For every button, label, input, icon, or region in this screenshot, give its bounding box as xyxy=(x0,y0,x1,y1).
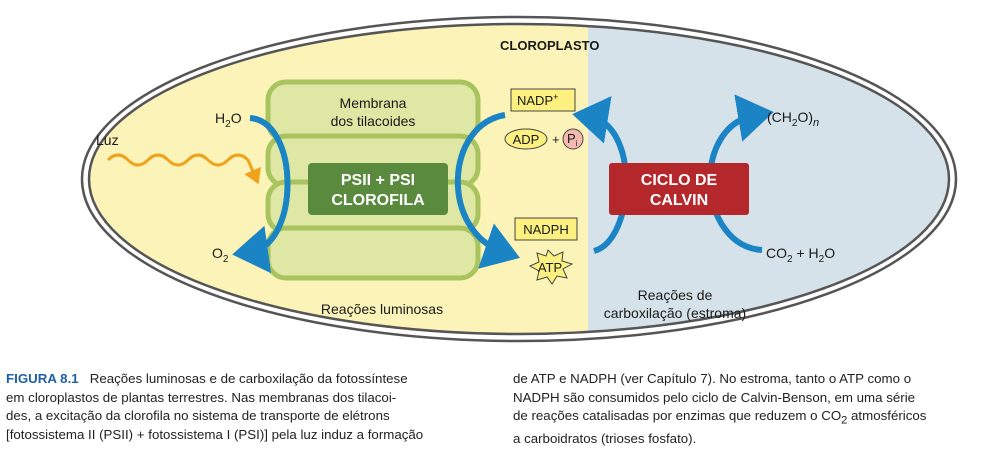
thylakoid-label-line1: Membrana xyxy=(340,95,407,111)
nadp-reduction-arrow xyxy=(454,112,520,269)
psii-psi-box xyxy=(308,163,448,215)
co2-water-label: CO2 + H2O xyxy=(766,245,835,265)
calvin-cycle-box xyxy=(609,163,749,215)
water-label: H2O xyxy=(215,110,242,130)
caption-line: em cloroplastos de plantas terrestres. N… xyxy=(6,389,397,405)
adp-plus-sign: + xyxy=(552,132,560,147)
adp-ellipse xyxy=(504,128,548,150)
nadph-box xyxy=(514,217,578,241)
chloroplast-diagram: CLOROPLASTO Membrana dos tilacoides PSII… xyxy=(80,15,958,343)
caption-line: a carboidratos (trioses fosfato). xyxy=(513,431,697,447)
caption-line: de ATP e NADPH (ver Capítulo 7). No estr… xyxy=(513,371,912,386)
carbohydrate-label: (CH2O)n xyxy=(767,109,819,129)
psii-label-line1: PSII + PSI xyxy=(341,172,415,189)
carboxylation-label-line2: carboxilação (estroma) xyxy=(604,305,746,321)
light-wave-arrow xyxy=(106,153,261,185)
chloroplast-label: CLOROPLASTO xyxy=(500,38,599,53)
psii-label-line2: CLOROFILA xyxy=(331,192,425,209)
light-reactions-label: Reações luminosas xyxy=(321,301,443,317)
caption-text: atmosféricos xyxy=(847,408,927,424)
caption-line: [fotossistema II (PSII) + fotossistema I… xyxy=(6,426,424,442)
chloroplast-inner-membrane xyxy=(87,22,951,336)
nadp-plus-label: NADP+ xyxy=(517,92,558,108)
atp-starburst xyxy=(528,249,574,285)
caption-column-right: de ATP e NADPH (ver Capítulo 7). No estr… xyxy=(513,370,991,449)
caption-text: Reações luminosas e de carboxilação da f… xyxy=(89,371,408,386)
oxygen-label: O2 xyxy=(212,245,229,265)
caption-line: FIGURA 8.1 Reações luminosas e de carbox… xyxy=(6,370,491,389)
caption-line: NADPH são consumidos pelo ciclo de Calvi… xyxy=(513,389,916,405)
caption-subscript: 2 xyxy=(841,414,848,427)
carboxylation-label-line1: Reações de xyxy=(638,287,713,303)
caption-line: de reações catalisadas por enzimas que r… xyxy=(513,407,991,430)
caption-column-left: FIGURA 8.1 Reações luminosas e de carbox… xyxy=(6,370,491,444)
caption-text: de reações catalisadas por enzimas que r… xyxy=(513,408,842,424)
caption-line: des, a excitação da clorofila no sistema… xyxy=(6,408,390,424)
calvin-label-line2: CALVIN xyxy=(650,192,708,209)
water-split-arrow xyxy=(232,115,291,274)
light-label: Luz xyxy=(96,132,119,148)
adp-label: ADP xyxy=(513,132,540,147)
atp-label: ATP xyxy=(538,260,562,275)
nadph-label: NADPH xyxy=(523,222,569,237)
calvin-label-line1: CICLO DE xyxy=(641,172,718,189)
figure-label: FIGURA 8.1 xyxy=(6,371,79,386)
thylakoid-label-line2: dos tilacoides xyxy=(331,113,416,129)
